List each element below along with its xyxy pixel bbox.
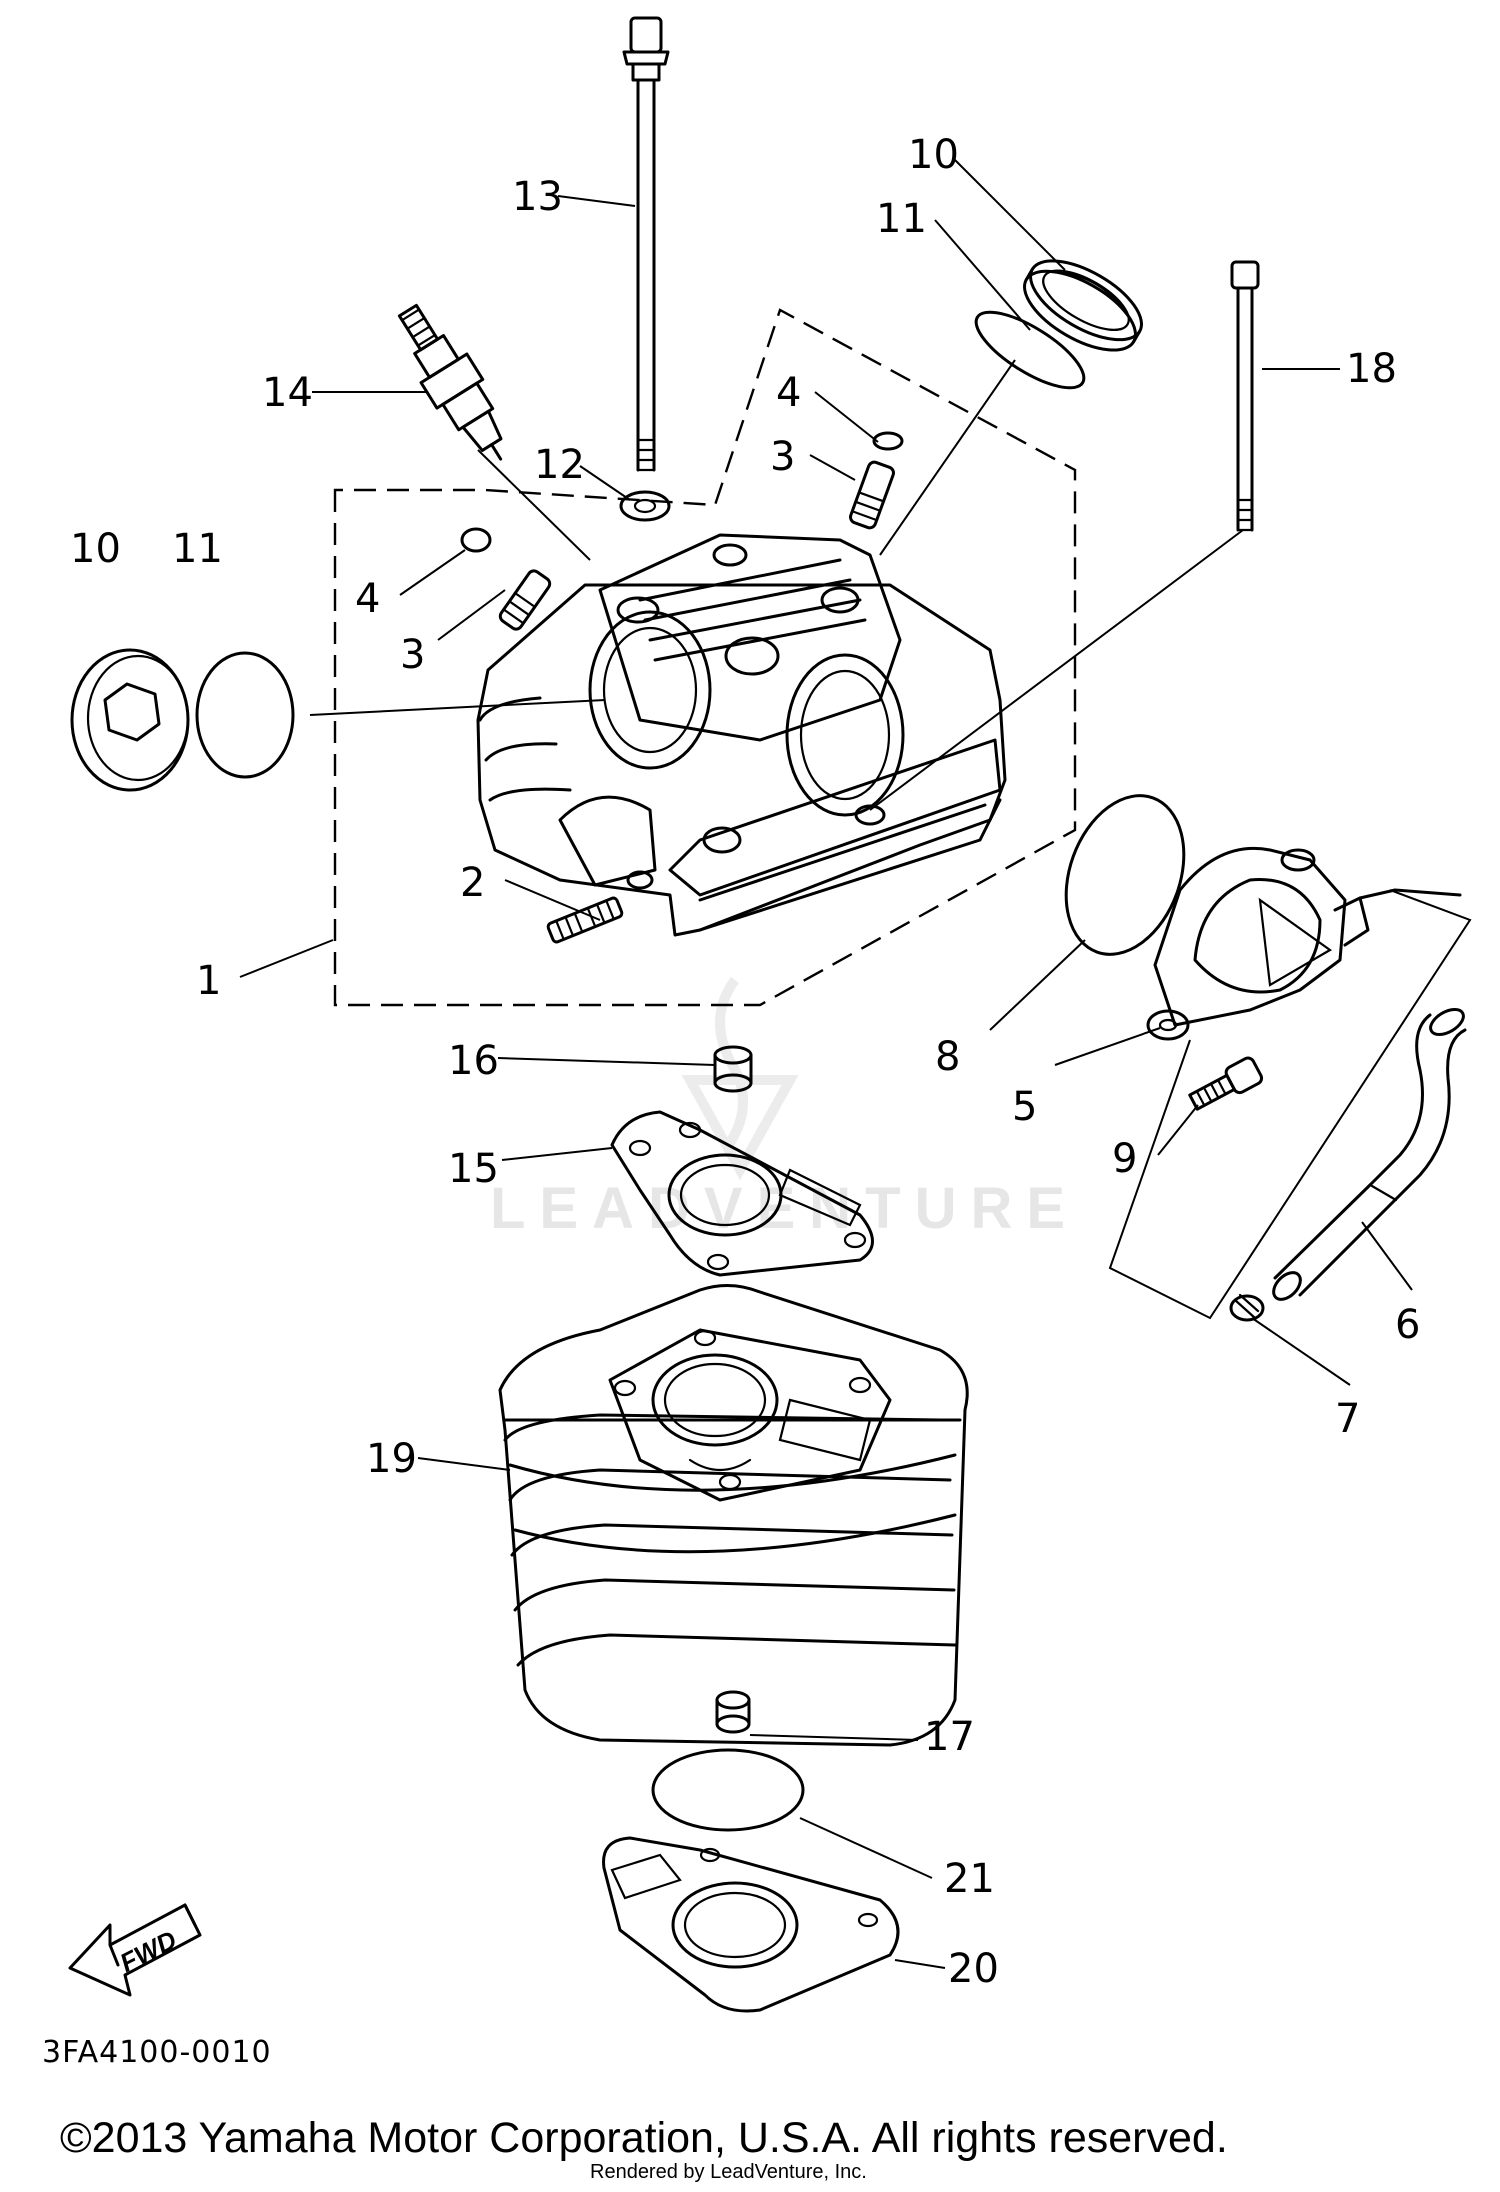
part-12-washer — [619, 490, 671, 522]
part-20-base-gasket — [602, 1836, 900, 2013]
part-15-head-gasket — [610, 1110, 874, 1277]
callout-9: 9 — [1112, 1136, 1137, 1182]
part-11-oring-top — [974, 310, 1086, 390]
callout-2: 2 — [460, 860, 485, 906]
group-5-7-outline — [1108, 889, 1472, 1320]
part-14-spark-plug — [397, 303, 503, 461]
callout-7: 7 — [1335, 1396, 1360, 1442]
part-4-clip-right — [872, 431, 904, 451]
part-16-dowel — [713, 1045, 753, 1093]
callout-numbers: 13 10 11 18 14 4 12 3 10 11 4 3 2 1 8 16… — [70, 132, 1420, 1992]
callout-3-left: 3 — [400, 632, 425, 678]
part-19-cylinder — [498, 1284, 969, 1747]
callout-19: 19 — [366, 1436, 417, 1482]
part-13-bolt — [622, 16, 670, 472]
callout-16: 16 — [448, 1038, 499, 1084]
part-5-cover — [1146, 846, 1370, 1041]
part-3-guide-right — [849, 460, 895, 530]
diagram-code: 3FA4100-0010 — [42, 2035, 272, 2070]
callout-4-right: 4 — [776, 370, 801, 416]
callout-13: 13 — [512, 174, 563, 220]
part-1-cylinder-head — [476, 533, 1007, 937]
part-3-guide-left — [498, 569, 552, 631]
part-10-cap-left — [70, 648, 190, 792]
part-10-cap-top — [1023, 259, 1143, 352]
callout-5: 5 — [1012, 1084, 1037, 1130]
callout-8: 8 — [935, 1034, 960, 1080]
part-7-clamp — [1229, 1293, 1265, 1322]
part-8-oring — [1064, 794, 1186, 956]
rendered-by-note: Rendered by LeadVenture, Inc. — [590, 2161, 867, 2183]
callout-1: 1 — [196, 958, 221, 1004]
part-4-clip-left — [460, 527, 492, 553]
callout-18: 18 — [1346, 346, 1397, 392]
assembly-1-outline — [333, 308, 1077, 1007]
fwd-direction-arrow: FWD — [68, 1903, 202, 1997]
callout-14: 14 — [262, 370, 313, 416]
copyright-notice: ©2013 Yamaha Motor Corporation, U.S.A. A… — [60, 2114, 1228, 2162]
cover-group-bracket — [1358, 888, 1462, 900]
callout-20: 20 — [948, 1946, 999, 1992]
callout-6: 6 — [1395, 1302, 1420, 1348]
part-2-stud — [546, 896, 624, 944]
leader-lines — [239, 159, 1413, 1969]
callout-21: 21 — [944, 1856, 995, 1902]
callout-11-top: 11 — [876, 196, 927, 242]
callout-10-left: 10 — [70, 526, 121, 572]
callout-15: 15 — [448, 1146, 499, 1192]
part-18-bolt — [1230, 260, 1260, 532]
part-11-oring-left — [195, 651, 295, 779]
part-17-dowel — [715, 1690, 751, 1734]
watermark: LEADVENTURE — [490, 977, 1065, 1241]
callout-17: 17 — [924, 1714, 975, 1760]
callout-12: 12 — [534, 442, 585, 488]
callout-11-left: 11 — [172, 526, 223, 572]
callout-3-right: 3 — [770, 434, 795, 480]
part-9-screw — [1188, 1056, 1264, 1111]
callout-10-top: 10 — [908, 132, 959, 178]
part-21-oring — [651, 1748, 805, 1832]
callout-4-left: 4 — [355, 576, 380, 622]
part-6-hose — [1272, 1008, 1467, 1301]
